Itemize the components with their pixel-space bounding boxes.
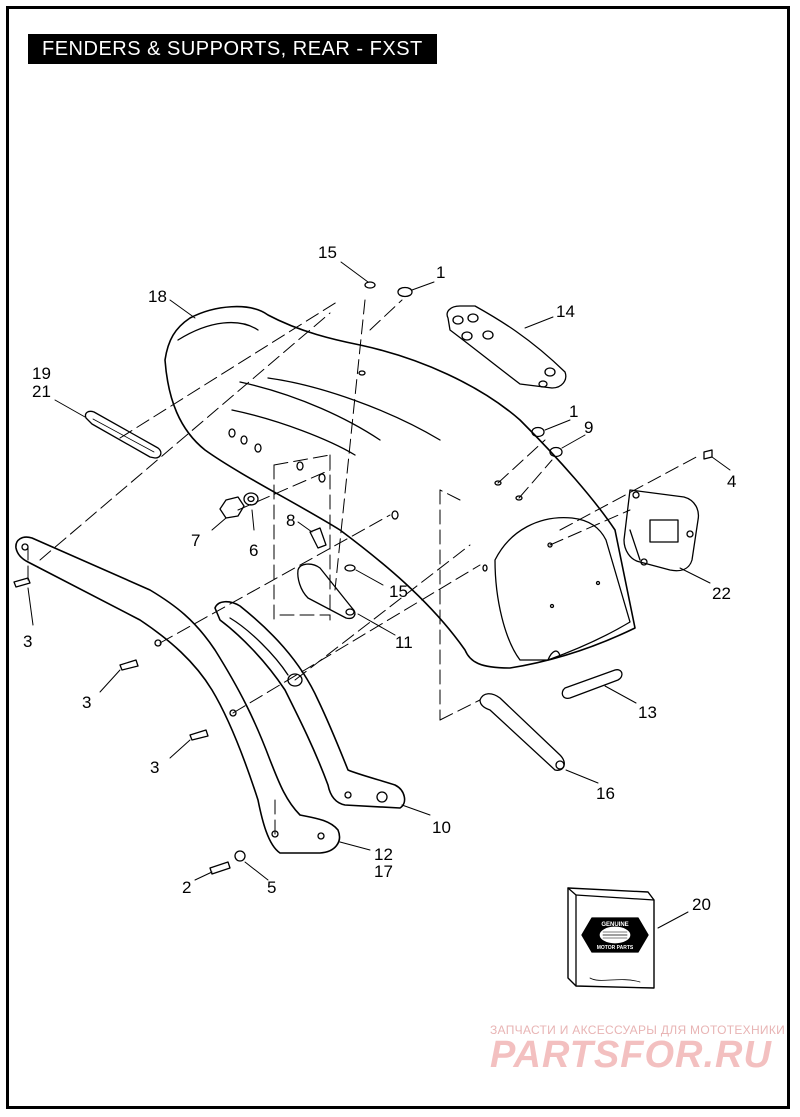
rear-fender xyxy=(164,305,636,669)
genuine-motor-parts-logo: GENUINE MOTOR PARTS xyxy=(581,917,649,953)
callout-20: 20 xyxy=(692,895,711,914)
page-border xyxy=(6,6,790,1109)
callout-3-a: 3 xyxy=(23,632,32,651)
callout-16: 16 xyxy=(596,784,615,803)
callout-8: 8 xyxy=(286,511,295,530)
page-title: FENDERS & SUPPORTS, REAR - FXST xyxy=(28,34,437,64)
callout-5: 5 xyxy=(267,878,276,897)
logo-bottom-text: MOTOR PARTS xyxy=(597,945,634,951)
fender-support xyxy=(214,600,406,809)
callout-22: 22 xyxy=(712,584,731,603)
reflector xyxy=(84,410,162,459)
callout-13: 13 xyxy=(638,703,657,722)
callout-17: 17 xyxy=(374,862,393,881)
assembly-lines xyxy=(27,299,701,835)
logo-top-text: GENUINE xyxy=(601,922,628,928)
callout-21: 21 xyxy=(32,382,51,401)
callout-14: 14 xyxy=(556,302,575,321)
callout-9: 9 xyxy=(584,418,593,437)
callout-12: 12 xyxy=(374,845,393,864)
callout-11: 11 xyxy=(395,633,413,652)
callout-1-side: 1 xyxy=(569,402,578,421)
callout-4: 4 xyxy=(727,472,736,491)
callout-15-top: 15 xyxy=(318,243,337,262)
fender-strut-left xyxy=(15,536,341,854)
callout-18: 18 xyxy=(148,287,167,306)
watermark-caption: ЗАПЧАСТИ И АКСЕССУАРЫ ДЛЯ МОТОТЕХНИКИ xyxy=(490,1023,786,1037)
watermark-logo: PARTSFOR.RU xyxy=(490,1034,772,1076)
callout-3-b: 3 xyxy=(82,693,91,712)
callout-19: 19 xyxy=(32,364,51,383)
fender-plate xyxy=(446,305,567,389)
callout-10: 10 xyxy=(432,818,451,837)
callout-15-bottom: 15 xyxy=(389,582,408,601)
callout-6: 6 xyxy=(249,541,258,560)
callout-2: 2 xyxy=(182,878,191,897)
genuine-parts-kit: GENUINE MOTOR PARTS xyxy=(567,887,655,989)
callout-1-top: 1 xyxy=(436,263,445,282)
callout-3-c: 3 xyxy=(150,758,159,777)
leader-lines xyxy=(27,261,731,929)
callout-7: 7 xyxy=(191,531,200,550)
